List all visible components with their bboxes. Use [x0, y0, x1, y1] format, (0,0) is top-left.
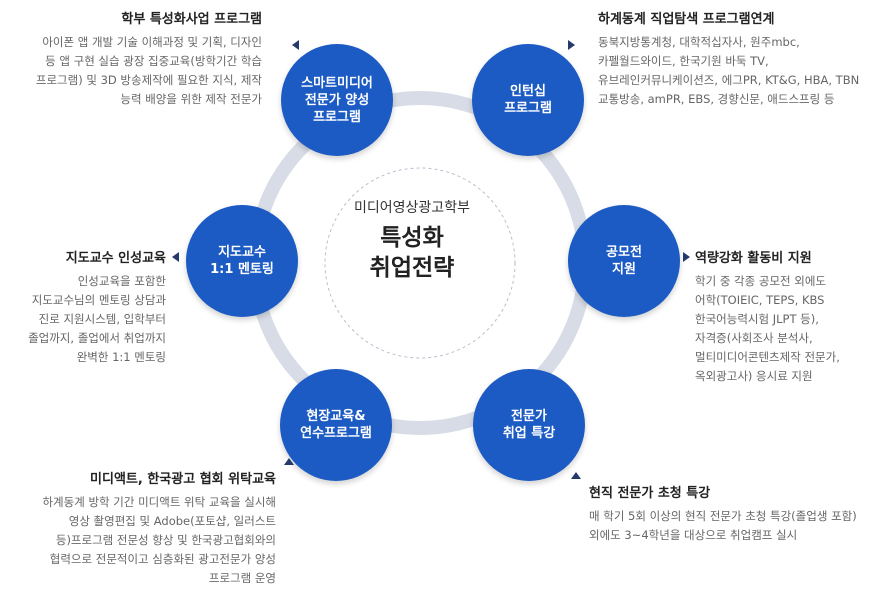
node-contest: 공모전 지원	[568, 205, 680, 317]
block-body: 아이폰 앱 개발 기술 이해과정 및 기획, 디자인 등 앱 구현 실습 광장 …	[35, 35, 262, 106]
block-body: 매 학기 5회 이상의 현직 전문가 초청 특강(졸업생 포함) 외에도 3~4…	[589, 509, 857, 542]
center-label: 미디어영상광고학부 특성화 취업전략	[322, 197, 502, 283]
block-body: 하계동계 방학 기간 미디액트 위탁 교육을 실시해 영상 촬영편집 및 Ado…	[42, 495, 276, 585]
arrow-top-right-icon	[568, 40, 575, 50]
node-expert-lecture: 전문가 취업 특강	[473, 369, 585, 481]
block-top-right: 하계동계 직업탐색 프로그램연계 동북지방통계청, 대학적십자사, 원주mbc,…	[598, 8, 883, 109]
block-bottom-left: 미디액트, 한국광고 협회 위탁교육 하계동계 방학 기간 미디액트 위탁 교육…	[0, 468, 276, 588]
block-body: 인성교육을 포함한 지도교수님의 멘토링 상담과 진로 지원시스템, 입학부터 …	[28, 274, 166, 364]
block-mid-right: 역량강화 활동비 지원 학기 중 각종 공모전 외에도 어학(TOIEIC, T…	[695, 247, 880, 386]
node-field-training: 현장교육& 연수프로그램	[280, 369, 392, 481]
block-mid-left: 지도교수 인성교육 인성교육을 포함한 지도교수님의 멘토링 상담과 진로 지원…	[0, 247, 166, 367]
node-smart-media: 스마트미디어 전문가 양성 프로그램	[281, 44, 393, 156]
arrow-bottom-right-icon	[571, 472, 581, 479]
block-title: 학부 특성화사업 프로그램	[121, 12, 262, 27]
block-top-left: 학부 특성화사업 프로그램 아이폰 앱 개발 기술 이해과정 및 기획, 디자인…	[0, 8, 262, 109]
arrow-top-left-icon	[292, 40, 299, 50]
arrow-mid-left-icon	[172, 252, 179, 262]
block-title: 현직 전문가 초청 특강	[589, 486, 711, 501]
block-title: 역량강화 활동비 지원	[695, 251, 812, 266]
block-title: 지도교수 인성교육	[65, 251, 166, 266]
node-mentoring: 지도교수 1:1 멘토링	[186, 205, 298, 317]
arrow-mid-right-icon	[683, 252, 690, 262]
block-bottom-right: 현직 전문가 초청 특강 매 학기 5회 이상의 현직 전문가 초청 특강(졸업…	[589, 482, 884, 545]
block-title: 하계동계 직업탐색 프로그램연계	[598, 12, 775, 27]
block-body: 학기 중 각종 공모전 외에도 어학(TOIEIC, TEPS, KBS 한국어…	[695, 274, 840, 383]
node-internship: 인턴십 프로그램	[472, 44, 584, 156]
block-body: 동북지방통계청, 대학적십자사, 원주mbc, 카펠월드와이드, 한국기원 바둑…	[598, 35, 860, 106]
center-subtitle: 미디어영상광고학부	[354, 200, 470, 216]
block-title: 미디액트, 한국광고 협회 위탁교육	[90, 472, 276, 487]
arrow-bottom-left-icon	[284, 458, 294, 465]
center-title: 특성화 취업전략	[369, 225, 455, 281]
